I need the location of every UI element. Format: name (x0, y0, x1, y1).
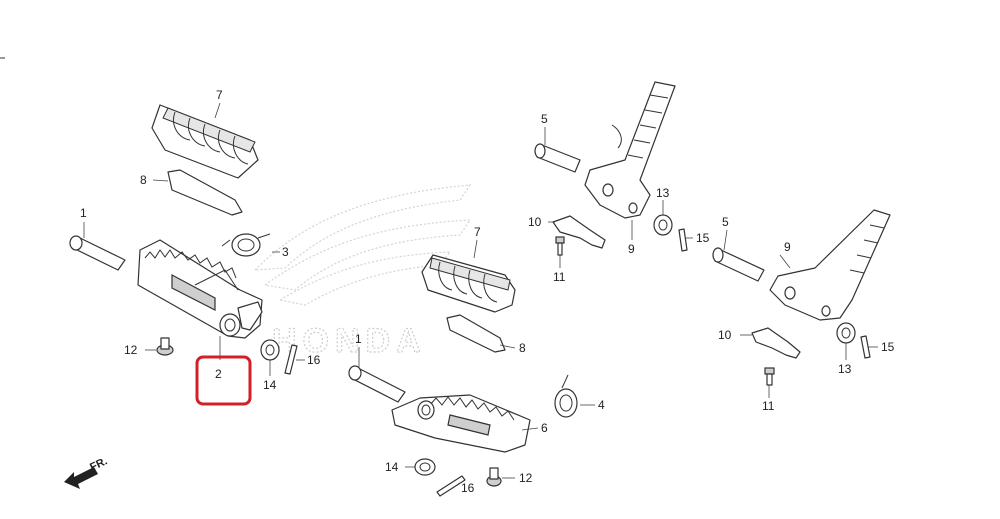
callout-14-left: 14 (263, 378, 277, 392)
bolt-center (486, 467, 502, 487)
cotter-pin-center (436, 475, 466, 497)
small-bolt-lower (764, 367, 775, 386)
cotter-pin-upper-right (678, 228, 688, 252)
washer-upper-right (653, 214, 673, 236)
callout-13-upper: 13 (656, 186, 670, 200)
footpeg-left (137, 239, 263, 339)
spring-left (221, 233, 271, 257)
pin-center (348, 365, 406, 403)
small-bolt-upper (555, 236, 565, 256)
callout-labels: 7 8 3 1 2 12 14 16 7 8 1 4 6 14 16 12 5 … (80, 88, 895, 495)
cotter-pin-lower-right (860, 335, 871, 359)
callout-10-lower: 10 (718, 328, 732, 342)
callout-15-upper: 15 (696, 231, 710, 245)
callout-6: 6 (541, 421, 548, 435)
pin-left (69, 235, 126, 271)
callout-11-lower: 11 (762, 399, 775, 413)
callout-16-left: 16 (307, 353, 321, 367)
washer-center (414, 458, 436, 476)
highlight-box-part-2 (195, 355, 252, 406)
callout-5-upper: 5 (541, 112, 548, 126)
callout-8-center: 8 (519, 341, 526, 355)
callout-7-center: 7 (474, 225, 481, 239)
callout-14-center: 14 (385, 460, 399, 474)
step-bracket-lower (769, 209, 891, 321)
step-plate-left (167, 169, 243, 216)
cotter-pin-left (284, 344, 298, 375)
step-plate-center (446, 314, 506, 353)
callout-4: 4 (598, 398, 605, 412)
bolt-left (156, 337, 174, 356)
spring-center (554, 374, 578, 418)
washer-left (260, 339, 280, 361)
callout-15-lower: 15 (881, 340, 895, 354)
washer-lower-right (836, 322, 856, 344)
pivot-pin-lower (712, 247, 765, 282)
callout-10-upper: 10 (528, 215, 542, 229)
callout-9-lower: 9 (784, 240, 791, 254)
watermark-text: HONDA (272, 322, 427, 360)
callout-3: 3 (282, 245, 289, 259)
callout-7-left: 7 (216, 88, 223, 102)
footpeg-center (391, 394, 531, 453)
direction-label: FR. (88, 455, 109, 473)
step-bracket-upper (584, 81, 676, 219)
bracket-plate-upper (552, 215, 606, 249)
callout-1-left: 1 (80, 206, 87, 220)
callout-9-upper: 9 (628, 242, 635, 256)
callout-8-left: 8 (140, 173, 147, 187)
callout-1-center: 1 (355, 332, 362, 346)
callout-16-center: 16 (461, 481, 475, 495)
callout-12-left: 12 (124, 343, 138, 357)
callout-5-lower: 5 (722, 215, 729, 229)
front-direction-arrow: FR. (64, 455, 109, 489)
callout-2: 2 (215, 367, 222, 381)
callout-11-upper: 11 (553, 270, 566, 284)
bracket-plate-lower (751, 327, 801, 359)
callout-12-center: 12 (519, 471, 533, 485)
step-rubber-left (151, 104, 259, 179)
step-rubber-center (421, 254, 516, 313)
honda-wing-logo: HONDA (253, 184, 472, 361)
pivot-pin-upper (534, 143, 581, 173)
callout-13-lower: 13 (838, 362, 852, 376)
